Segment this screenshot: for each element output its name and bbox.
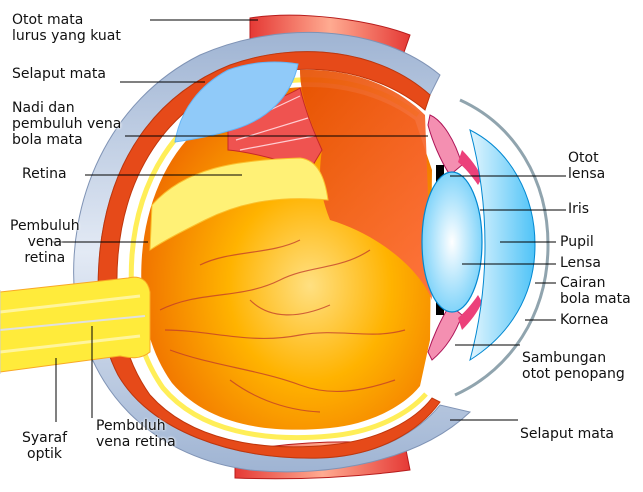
label-pupil: Pupil	[560, 234, 594, 250]
label-line: vena	[10, 234, 80, 250]
label-otot-mata-lurus: Otot mata lurus yang kuat	[12, 12, 121, 44]
label-line: Selaput mata	[520, 426, 614, 442]
label-retina: Retina	[22, 166, 67, 182]
label-line: Cairan	[560, 275, 631, 291]
label-selaput-mata-bottom: Selaput mata	[520, 426, 614, 442]
label-line: Pembuluh	[10, 218, 80, 234]
label-line: Pembuluh	[96, 418, 176, 434]
lens-shape	[422, 172, 482, 312]
label-line: lurus yang kuat	[12, 28, 121, 44]
label-lensa: Lensa	[560, 255, 601, 271]
label-line: Lensa	[560, 255, 601, 271]
label-line: bola mata	[560, 291, 631, 307]
label-line: Nadi dan	[12, 100, 121, 116]
label-line: lensa	[568, 166, 605, 182]
label-line: retina	[10, 250, 80, 266]
label-line: Retina	[22, 166, 67, 182]
label-line: Otot mata	[12, 12, 121, 28]
label-line: otot penopang	[522, 366, 625, 382]
label-line: vena retina	[96, 434, 176, 450]
label-line: Kornea	[560, 312, 609, 328]
label-line: bola mata	[12, 132, 121, 148]
label-nadi-pembuluh: Nadi dan pembuluh vena bola mata	[12, 100, 121, 148]
label-cairan-bola-mata: Cairan bola mata	[560, 275, 631, 307]
label-selaput-mata-top: Selaput mata	[12, 66, 106, 82]
label-otot-lensa: Otot lensa	[568, 150, 605, 182]
label-line: Pupil	[560, 234, 594, 250]
label-iris: Iris	[568, 201, 589, 217]
label-kornea: Kornea	[560, 312, 609, 328]
label-line: optik	[22, 446, 67, 462]
label-pembuluh-vena-retina-left: Pembuluh vena retina	[10, 218, 80, 266]
label-syaraf-optik: Syaraf optik	[22, 430, 67, 462]
label-pembuluh-vena-retina-bottom: Pembuluh vena retina	[96, 418, 176, 450]
label-sambungan-otot: Sambungan otot penopang	[522, 350, 625, 382]
label-line: Selaput mata	[12, 66, 106, 82]
label-line: Syaraf	[22, 430, 67, 446]
label-line: pembuluh vena	[12, 116, 121, 132]
label-line: Sambungan	[522, 350, 625, 366]
label-line: Otot	[568, 150, 605, 166]
label-line: Iris	[568, 201, 589, 217]
